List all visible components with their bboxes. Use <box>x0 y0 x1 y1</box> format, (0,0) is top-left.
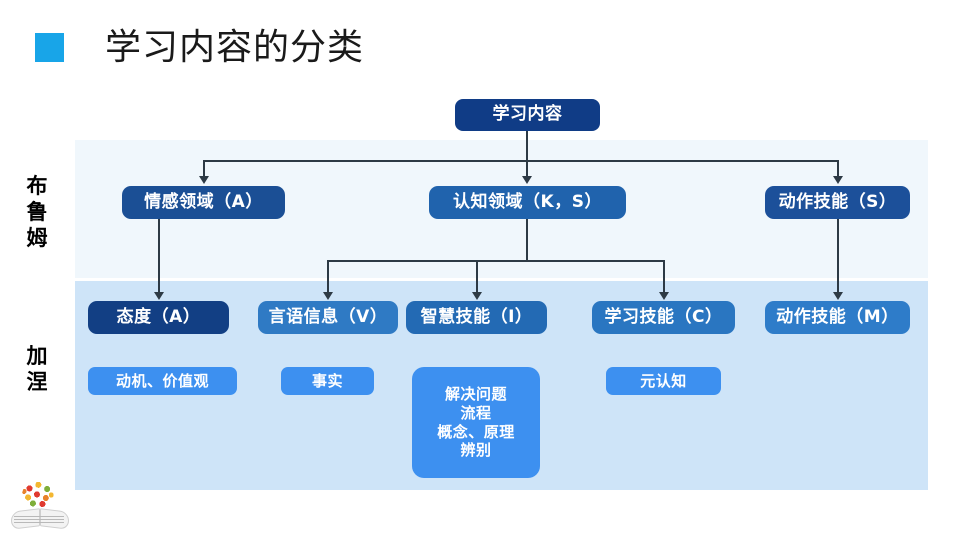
arrow-cognitive-to-learning-skill-icon <box>659 292 669 300</box>
connector-psychomotor-to-motor <box>837 219 839 294</box>
node-intellectual-skill[interactable]: 智慧技能（I） <box>406 301 547 334</box>
side-label-gagne-char-1: 涅 <box>26 370 48 394</box>
node-verbal-information[interactable]: 言语信息（V） <box>258 301 398 334</box>
arrow-cognitive-to-intellectual-icon <box>472 292 482 300</box>
node-attitude[interactable]: 态度（A） <box>88 301 229 334</box>
side-label-bloom: 布 鲁 姆 <box>14 173 60 251</box>
node-root[interactable]: 学习内容 <box>455 99 600 131</box>
side-label-bloom-char-0: 布 <box>26 174 48 198</box>
connector-root-stem <box>526 131 528 161</box>
title-bullet-icon <box>35 33 64 62</box>
arrow-psychomotor-to-motor-icon <box>833 292 843 300</box>
connector-root-to-cognitive <box>526 160 528 178</box>
node-metacognition[interactable]: 元认知 <box>606 367 721 395</box>
node-psychomotor-domain[interactable]: 动作技能（S） <box>765 186 910 219</box>
side-label-gagne-char-0: 加 <box>26 344 48 368</box>
connector-root-to-psychomotor <box>837 160 839 178</box>
node-cognitive-domain[interactable]: 认知领域（K，S） <box>429 186 626 219</box>
side-label-gagne: 加 涅 <box>14 343 60 395</box>
page-title: 学习内容的分类 <box>105 27 365 68</box>
node-motor-skill[interactable]: 动作技能（M） <box>765 301 910 334</box>
node-learning-skill[interactable]: 学习技能（C） <box>592 301 735 334</box>
logo-book-lines <box>14 516 64 525</box>
arrow-root-to-affective-icon <box>199 176 209 184</box>
side-label-bloom-char-1: 鲁 <box>26 200 48 224</box>
node-problem-solving[interactable]: 解决问题 流程 概念、原理 辨别 <box>412 367 540 478</box>
logo-bloom-icon <box>22 480 56 510</box>
connector-cognitive-stem <box>526 219 528 261</box>
connector-root-to-affective <box>203 160 205 178</box>
connector-cognitive-to-verbal <box>327 260 329 293</box>
connector-cognitive-to-intellectual <box>476 260 478 293</box>
arrow-affective-to-attitude-icon <box>154 292 164 300</box>
connector-cognitive-to-learning-skill <box>663 260 665 293</box>
connector-cognitive-bus <box>327 260 664 262</box>
arrow-root-to-psychomotor-icon <box>833 176 843 184</box>
node-problem-solving-text: 解决问题 流程 概念、原理 辨别 <box>437 385 515 460</box>
logo-book-icon <box>10 478 70 530</box>
node-fact[interactable]: 事实 <box>281 367 374 395</box>
connector-root-bus <box>203 160 838 162</box>
node-affective-domain[interactable]: 情感领域（A） <box>122 186 285 219</box>
side-label-bloom-char-2: 姆 <box>26 226 48 250</box>
arrow-root-to-cognitive-icon <box>522 176 532 184</box>
connector-affective-to-attitude <box>158 219 160 294</box>
arrow-cognitive-to-verbal-icon <box>323 292 333 300</box>
node-motivation-values[interactable]: 动机、价值观 <box>88 367 237 395</box>
